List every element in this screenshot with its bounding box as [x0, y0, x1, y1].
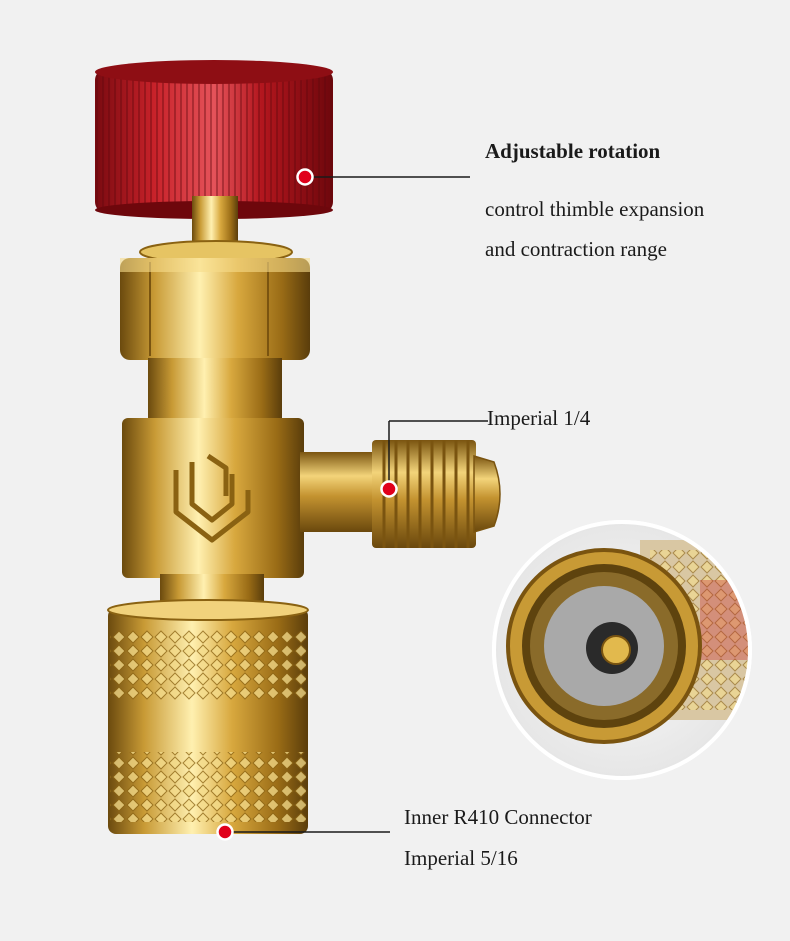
closeup-inset [492, 520, 752, 780]
side-port-fitting [300, 440, 501, 548]
marker-dot-side-port [380, 480, 398, 498]
leader-lines [225, 176, 488, 833]
knurled-coupler [107, 599, 309, 834]
marker-dot-bottom-port [216, 823, 234, 841]
hex-nut [120, 258, 310, 360]
callout-rotation-title: Adjustable rotation [485, 139, 661, 163]
callout-bottom-port-line2: Imperial 5/16 [404, 846, 518, 870]
marker-dot-rotation [296, 168, 314, 186]
marker-dots [216, 168, 398, 841]
callout-side-port-label: Imperial 1/4 [487, 406, 591, 430]
valve-body [122, 418, 304, 578]
callout-bottom-port-line1: Inner R410 Connector [404, 805, 592, 829]
callout-rotation-line2: and contraction range [485, 237, 667, 261]
red-adjustment-knob [95, 60, 333, 219]
callout-rotation-line1: control thimble expansion [485, 197, 705, 221]
valve-neck [148, 358, 282, 422]
brand-logo-emboss [173, 453, 251, 543]
